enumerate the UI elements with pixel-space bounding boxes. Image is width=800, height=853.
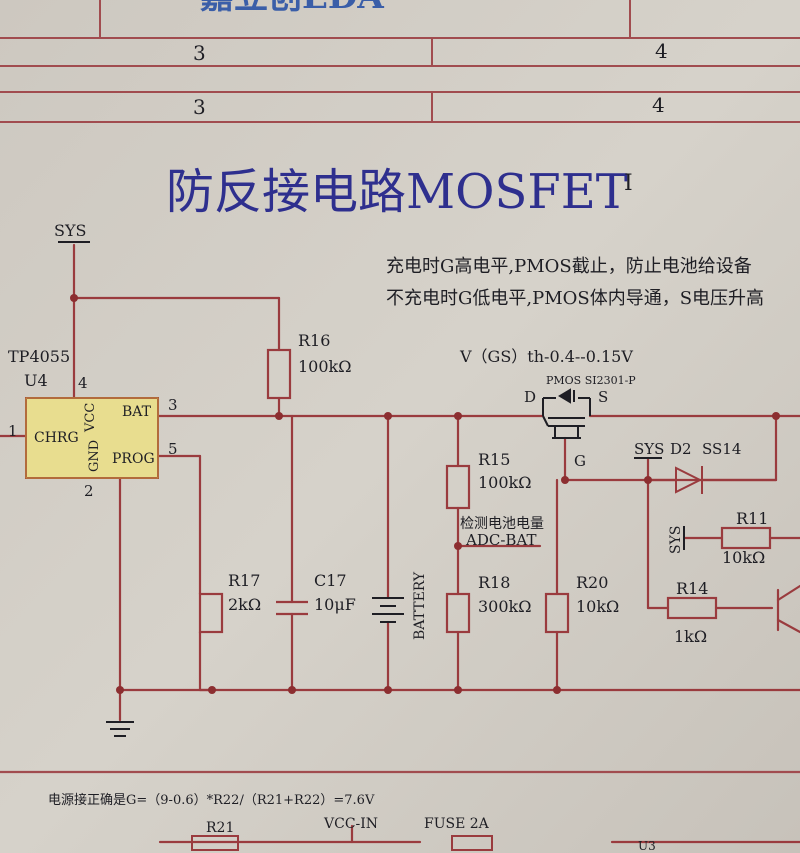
r20-ref: R20 <box>576 573 608 592</box>
pin-label-prog: PROG <box>112 451 155 467</box>
r11-body <box>720 526 772 550</box>
pin-label-vcc: VCC <box>83 403 98 433</box>
mosfet-gate-label: G <box>574 452 586 470</box>
sheet-header <box>0 0 800 123</box>
pin-number-2: 2 <box>84 482 94 500</box>
pin-label-gnd: GND <box>87 440 102 472</box>
c17-symbol <box>276 600 308 616</box>
r14-value: 1kΩ <box>674 627 707 646</box>
r16-value: 100kΩ <box>298 357 352 376</box>
r15-body <box>445 464 471 510</box>
zone-label-4-top: 4 <box>655 39 668 63</box>
u3-ref: U3 <box>638 839 656 853</box>
r15-ref: R15 <box>478 450 510 469</box>
net-label-sys-top: SYS <box>54 221 86 240</box>
fuse-body-partial <box>451 835 493 851</box>
note-line-2: 不充电时G低电平,PMOS体内导通，S电压升高 <box>386 288 764 309</box>
page-title: 防反接电路MOSFET <box>166 164 628 220</box>
r18-value: 300kΩ <box>478 597 532 616</box>
pin-number-5: 5 <box>168 440 178 458</box>
battery-symbol <box>372 597 404 623</box>
pin-label-bat: BAT <box>122 404 152 420</box>
ic-u4 <box>25 397 159 479</box>
r11-value: 10kΩ <box>722 548 765 567</box>
r11-ref: R11 <box>736 509 768 528</box>
mosfet-symbol <box>542 388 591 439</box>
pin-label-chrg: CHRG <box>34 430 79 446</box>
zone-label-3-top: 3 <box>193 41 206 65</box>
junction-dots <box>70 294 780 694</box>
adc-description: 检测电池电量 <box>460 516 544 532</box>
r14-body <box>666 596 718 620</box>
net-label-vcc-in: VCC-IN <box>323 816 378 832</box>
r18-ref: R18 <box>478 573 510 592</box>
r20-body <box>544 592 570 634</box>
r16-body <box>266 348 292 400</box>
text-cursor: I <box>624 171 633 196</box>
vgs-threshold-note: V（GS）th-0.4--0.15V <box>459 347 633 366</box>
mosfet-source-label: S <box>598 388 608 406</box>
net-label-sys-d2: SYS <box>634 440 664 458</box>
c17-ref: C17 <box>314 571 347 590</box>
pin-number-4: 4 <box>78 374 88 392</box>
r17-value: 2kΩ <box>228 595 261 614</box>
d2-value: SS14 <box>702 440 741 458</box>
mosfet-part: PMOS SI2301-P <box>546 374 636 387</box>
ground-symbol <box>106 721 134 737</box>
r21-ref: R21 <box>206 820 234 836</box>
d2-symbol <box>675 466 703 494</box>
logo-text: 嘉立创EDA <box>200 0 384 17</box>
note-line-1: 充电时G高电平,PMOS截止，防止电池给设备 <box>386 256 752 277</box>
r17-ref: R17 <box>228 571 260 590</box>
r15-value: 100kΩ <box>478 473 532 492</box>
battery-ref: BATTERY <box>412 571 428 640</box>
r17-body <box>198 592 224 634</box>
d2-ref: D2 <box>670 440 692 458</box>
wires <box>0 243 800 844</box>
c17-value: 10μF <box>314 595 356 614</box>
net-label-sys-r11: SYS <box>668 526 684 554</box>
r14-ref: R14 <box>676 579 708 598</box>
bottom-formula: 电源接正确是G=（9-0.6）*R22/（R21+R22）=7.6V <box>48 792 375 808</box>
net-label-adc-bat: ADC-BAT <box>465 531 536 549</box>
r20-value: 10kΩ <box>576 597 619 616</box>
fuse-ref: FUSE 2A <box>424 816 490 832</box>
pin-number-3: 3 <box>168 396 178 414</box>
pin-number-1: 1 <box>8 422 18 440</box>
r18-body <box>445 592 471 634</box>
mosfet-drain-label: D <box>524 388 536 406</box>
ic-part-name: TP4055 <box>8 347 70 366</box>
resistor-bodies <box>198 348 772 634</box>
ic-ref: U4 <box>24 371 48 390</box>
zone-label-3-bottom: 3 <box>193 95 206 119</box>
r16-ref: R16 <box>298 331 330 350</box>
zone-label-4-bottom: 4 <box>652 93 665 117</box>
r21-body-partial <box>191 835 239 851</box>
